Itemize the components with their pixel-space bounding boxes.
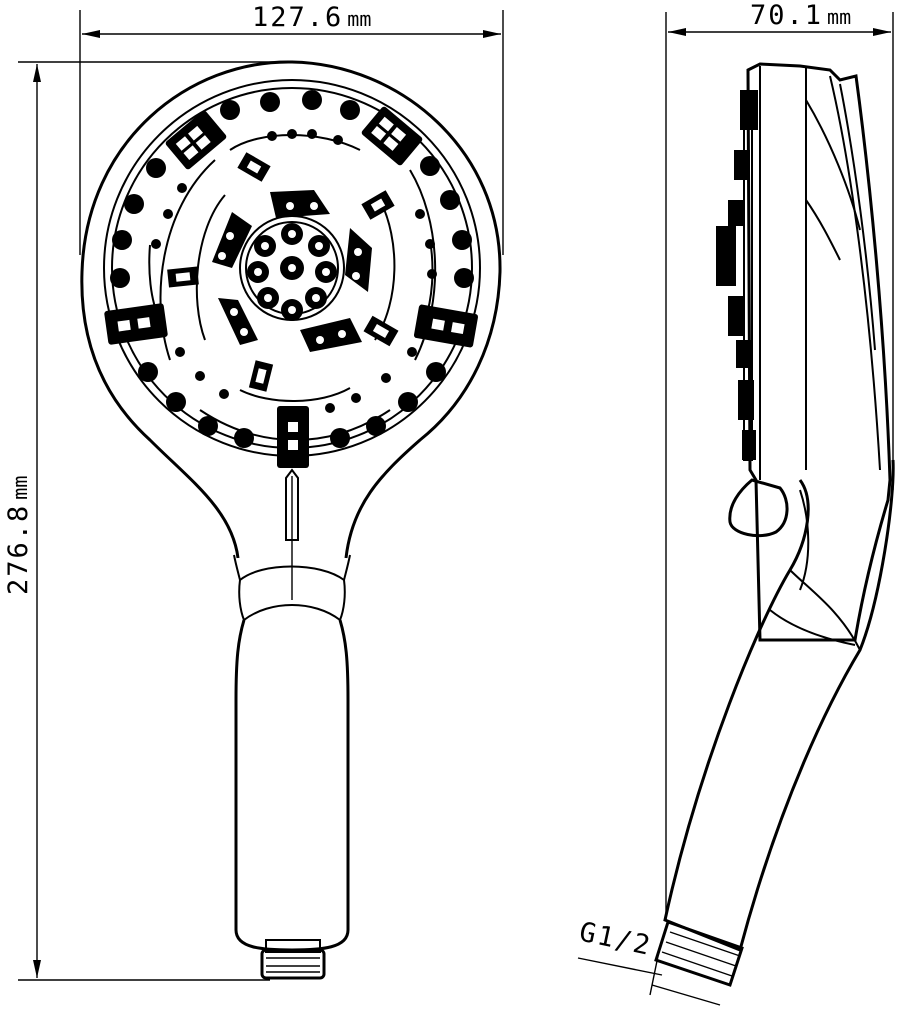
- side-view: [654, 62, 895, 987]
- spray-zones: [148, 134, 437, 441]
- height-dimension-label: 276.8mm: [3, 476, 34, 595]
- front-view: [80, 60, 502, 980]
- mid-ring-nozzles: [151, 129, 437, 413]
- selector-pointer: [285, 468, 299, 541]
- inner-pads: [212, 190, 372, 352]
- side-handle: [663, 459, 895, 953]
- thread-dimension: G1/2: [577, 917, 721, 1006]
- thread-connector: [260, 948, 326, 980]
- side-faceplate: [746, 62, 892, 642]
- thread-dimension-label: G1/2: [577, 917, 655, 963]
- center-nozzles: [247, 223, 337, 321]
- side-thread-connector: [654, 920, 744, 987]
- outer-ring-nozzles: [110, 90, 474, 448]
- front-body-outline: [80, 60, 502, 559]
- outer-pads: [104, 106, 479, 468]
- side-clip: [728, 478, 789, 538]
- height-dimension: 276.8mm: [3, 61, 300, 981]
- handle-grip: [234, 619, 350, 952]
- side-nozzle-teeth: [716, 90, 758, 461]
- small-jets: [167, 152, 399, 392]
